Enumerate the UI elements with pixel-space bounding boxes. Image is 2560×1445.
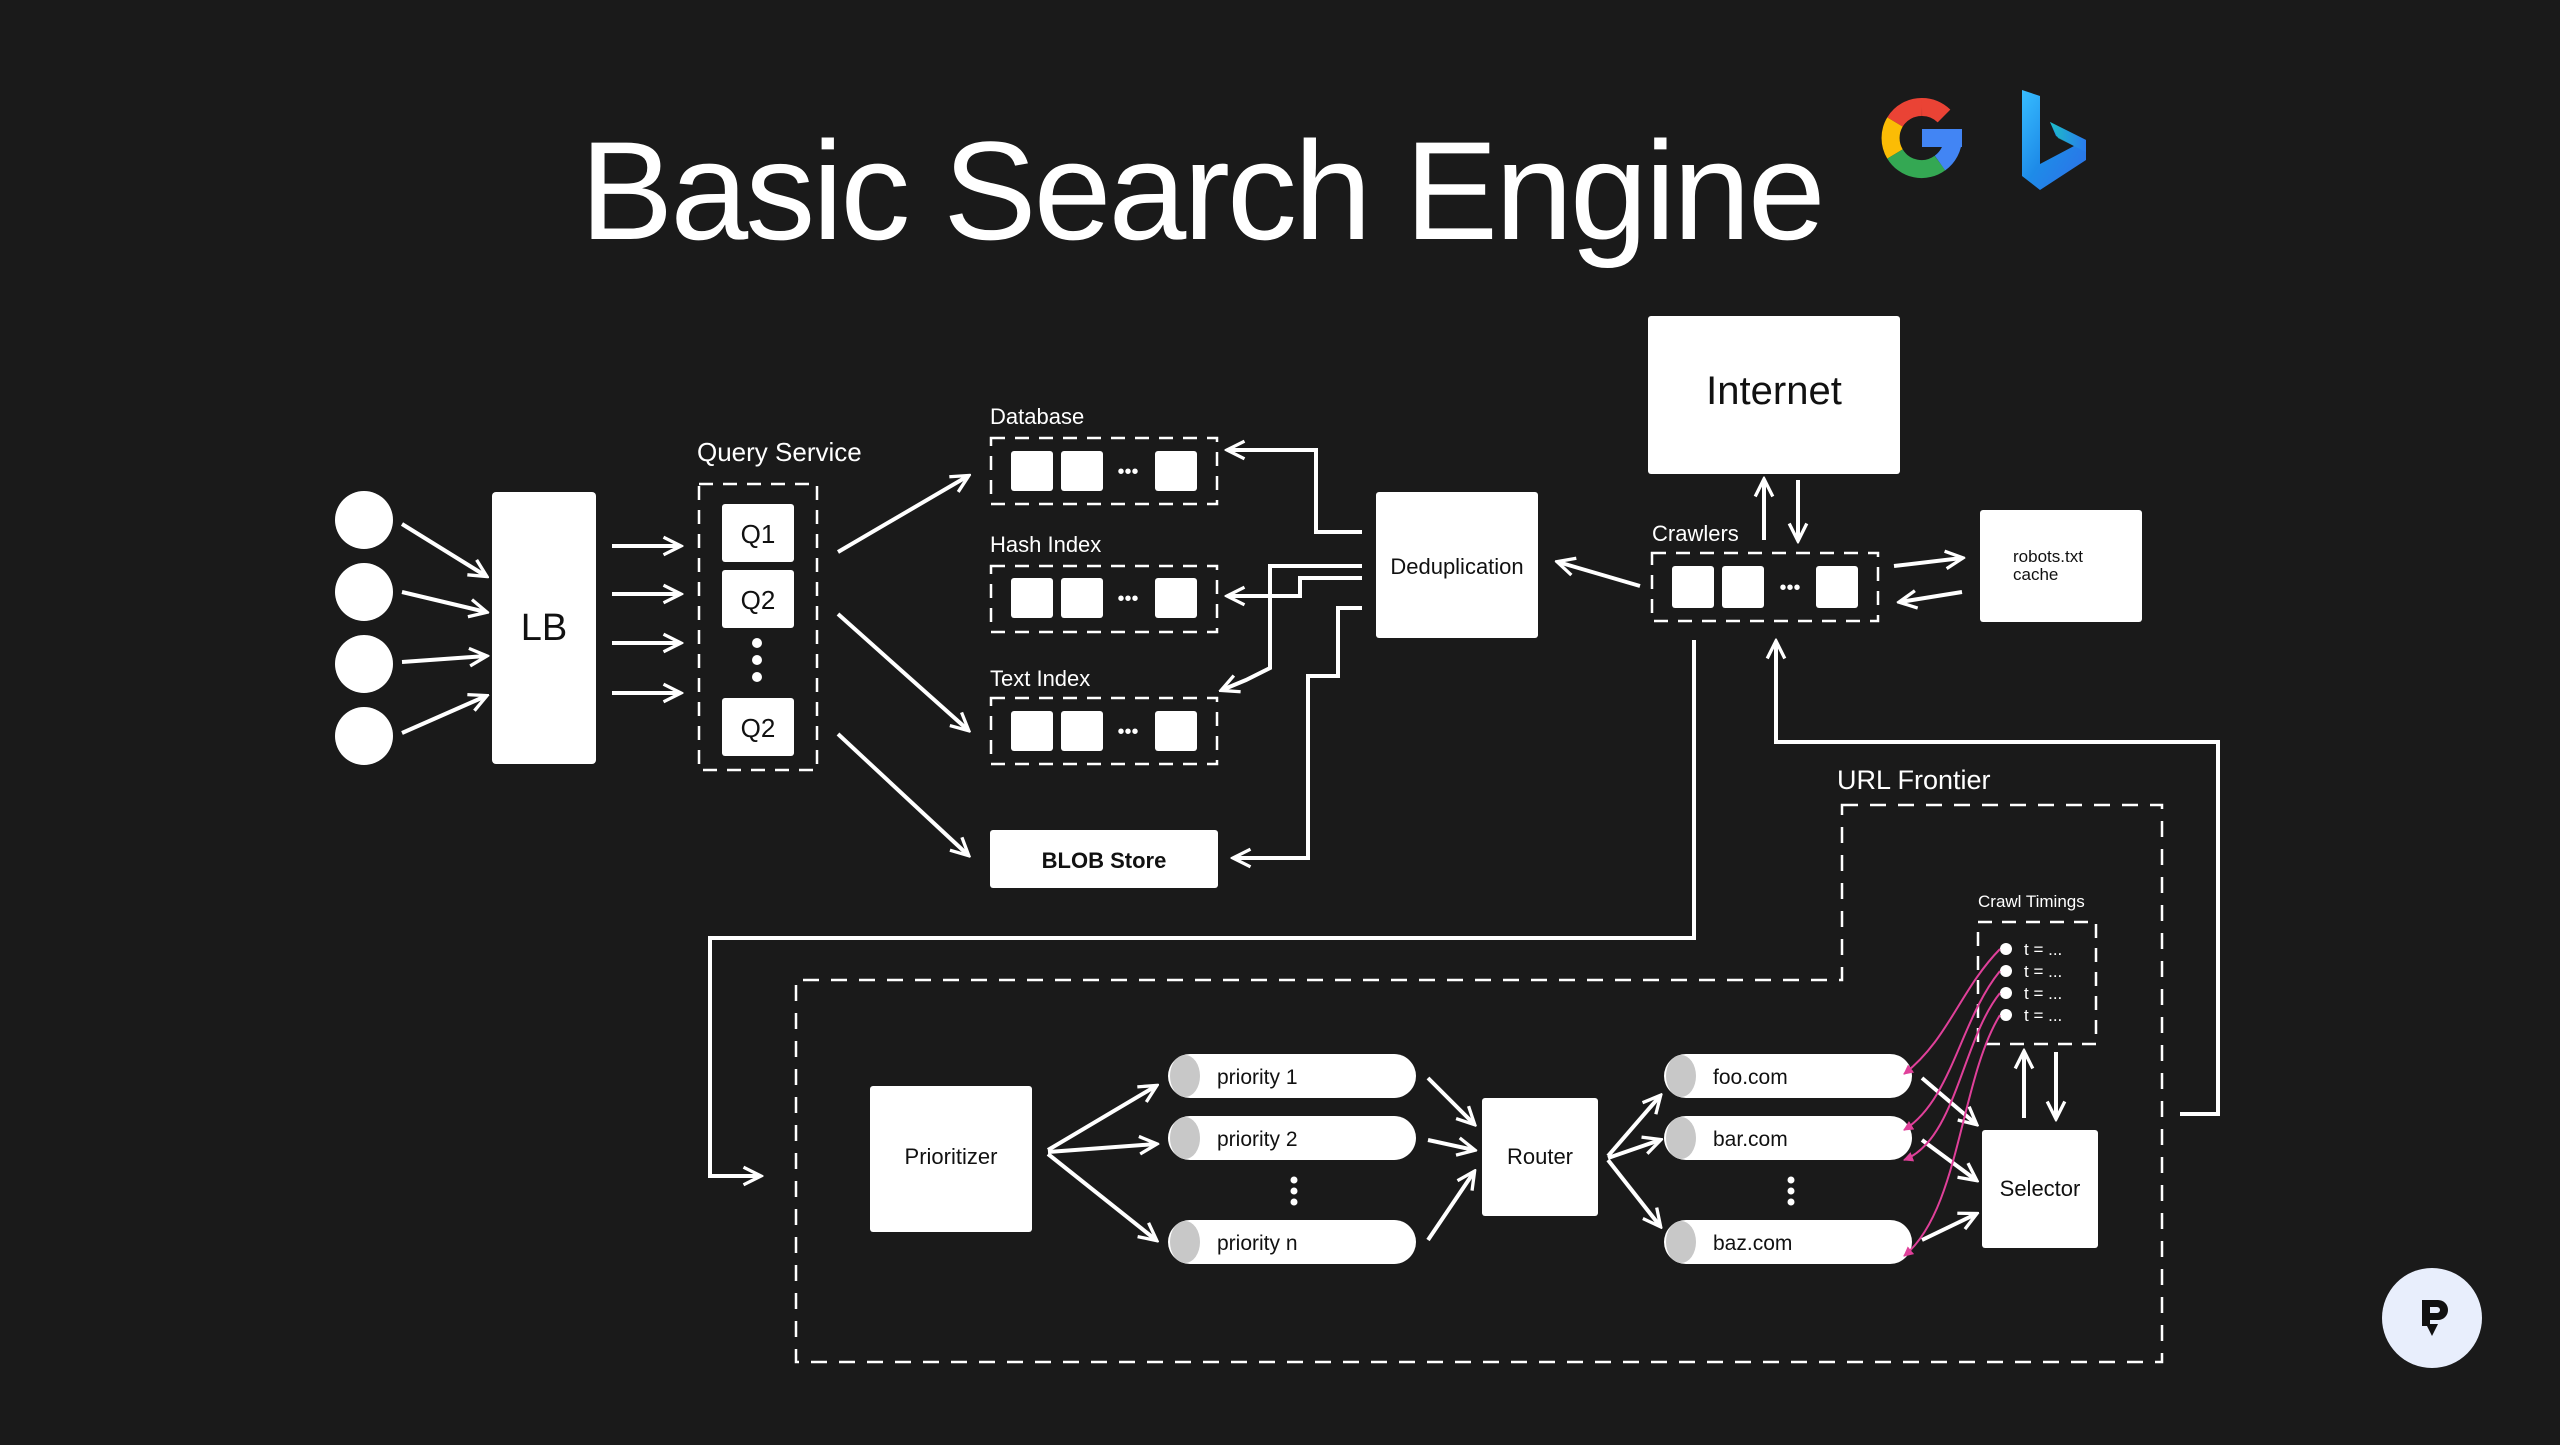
robots-cache-label-2: cache — [2013, 565, 2058, 584]
query-q1-label: Q1 — [741, 519, 776, 549]
selector-to-crawlers-connector — [1776, 642, 2220, 1116]
priority-queue-label: priority 1 — [1217, 1066, 1298, 1089]
client-node — [335, 635, 393, 693]
help-button[interactable] — [2382, 1268, 2482, 1368]
robots-cache-box — [1980, 510, 2142, 622]
query-qn — [722, 698, 794, 756]
timing-entry: t = ... — [2024, 940, 2062, 959]
query-q2 — [722, 570, 794, 628]
url-frontier-boundary — [794, 803, 2164, 1364]
domain-vertical-ellipsis — [1787, 1176, 1795, 1206]
url-frontier-label: URL Frontier — [1837, 765, 1991, 795]
queues-to-router-arrows — [1426, 1076, 1474, 1242]
query-qn-label: Q2 — [741, 713, 776, 743]
query-service-container — [697, 482, 819, 772]
hash-index-shard — [1155, 578, 1197, 618]
priority-queue-label: priority 2 — [1217, 1128, 1298, 1151]
client-to-lb-arrows — [400, 522, 486, 735]
hash-index-shard — [1061, 578, 1103, 618]
timing-entry: t = ... — [2024, 984, 2062, 1003]
query-vertical-ellipsis — [752, 638, 762, 682]
text-index-shard — [1155, 711, 1197, 751]
domain-to-selector-arrows — [1920, 1076, 1976, 1242]
crawl-timings-container — [1976, 920, 2098, 1046]
timing-entry: t = ... — [2024, 962, 2062, 981]
text-index-shard — [1011, 711, 1053, 751]
query-service-label: Query Service — [697, 437, 862, 467]
prioritizer-to-queues-arrows — [1046, 1086, 1156, 1240]
timing-dot — [2000, 965, 2012, 977]
database-ellipsis: ••• — [1117, 461, 1138, 483]
router-box — [1482, 1098, 1598, 1216]
lb-to-query-arrows — [612, 546, 680, 693]
router-label: Router — [1507, 1144, 1573, 1169]
query-q2-label: Q2 — [741, 585, 776, 615]
domain-queue-label: foo.com — [1713, 1066, 1788, 1089]
priority-queue — [1168, 1116, 1416, 1160]
crawlers-container — [1650, 551, 1880, 623]
text-index-ellipsis: ••• — [1117, 721, 1138, 743]
domain-queue — [1664, 1116, 1912, 1160]
lb-label: LB — [521, 607, 567, 649]
crawlers-to-prioritizer-connector — [708, 640, 1696, 1176]
crawler-instance — [1722, 566, 1764, 608]
client-node — [335, 563, 393, 621]
load-balancer-box — [492, 492, 596, 764]
dedup-to-store-arrows — [1222, 450, 1362, 858]
domain-queue — [1664, 1054, 1912, 1098]
google-logo — [1872, 88, 1972, 188]
blob-store-box — [990, 830, 1218, 888]
deduplication-box — [1376, 492, 1538, 638]
help-icon — [2422, 1300, 2448, 1336]
timing-dot — [2000, 1009, 2012, 1021]
selector-timings-arrows — [2024, 1052, 2056, 1118]
crawler-instance — [1672, 566, 1714, 608]
crawlers-to-dedup-arrow — [1558, 562, 1641, 588]
timing-dot — [2000, 987, 2012, 999]
text-index-label: Text Index — [990, 666, 1090, 691]
crawler-instance — [1816, 566, 1858, 608]
router-to-domain-arrows — [1606, 1096, 1660, 1226]
internet-label: Internet — [1706, 369, 1842, 413]
hash-index-shard — [1011, 578, 1053, 618]
internet-box — [1648, 316, 1900, 474]
deduplication-label: Deduplication — [1390, 554, 1523, 579]
hash-index-label: Hash Index — [990, 532, 1101, 557]
prioritizer-box — [870, 1086, 1032, 1232]
selector-label: Selector — [2000, 1176, 2081, 1201]
hash-index-ellipsis: ••• — [1117, 588, 1138, 610]
domain-queue — [1664, 1220, 1912, 1264]
database-shard — [1155, 451, 1197, 491]
priority-queue — [1168, 1054, 1416, 1098]
robots-cache-label-1: robots.txt — [2013, 547, 2083, 566]
prioritizer-label: Prioritizer — [905, 1144, 998, 1169]
database-label: Database — [990, 404, 1084, 429]
client-node — [335, 707, 393, 765]
page-title: Basic Search Engine — [580, 112, 1826, 269]
query-q1 — [722, 504, 794, 562]
timing-dot — [2000, 943, 2012, 955]
database-shard — [1061, 451, 1103, 491]
priority-queue-label: priority n — [1217, 1232, 1298, 1255]
crawlers-label: Crawlers — [1652, 521, 1739, 546]
text-index-shard — [1061, 711, 1103, 751]
timing-links — [1903, 948, 2001, 1257]
domain-queue-label: bar.com — [1713, 1128, 1788, 1151]
domain-queue-label: baz.com — [1713, 1232, 1792, 1255]
blob-store-label: BLOB Store — [1042, 848, 1167, 873]
timing-entry: t = ... — [2024, 1006, 2062, 1025]
crawlers-ellipsis: ••• — [1779, 577, 1800, 599]
crawl-timings-label: Crawl Timings — [1978, 892, 2085, 911]
internet-crawler-arrows — [1764, 480, 1798, 540]
bing-logo — [2018, 88, 2090, 194]
crawler-robots-arrows — [1893, 558, 1962, 602]
priority-vertical-ellipsis — [1290, 1176, 1298, 1206]
database-shard — [1011, 451, 1053, 491]
selector-box — [1982, 1130, 2098, 1248]
priority-queue — [1168, 1220, 1416, 1264]
client-node — [335, 491, 393, 549]
query-to-store-arrows — [836, 476, 968, 855]
